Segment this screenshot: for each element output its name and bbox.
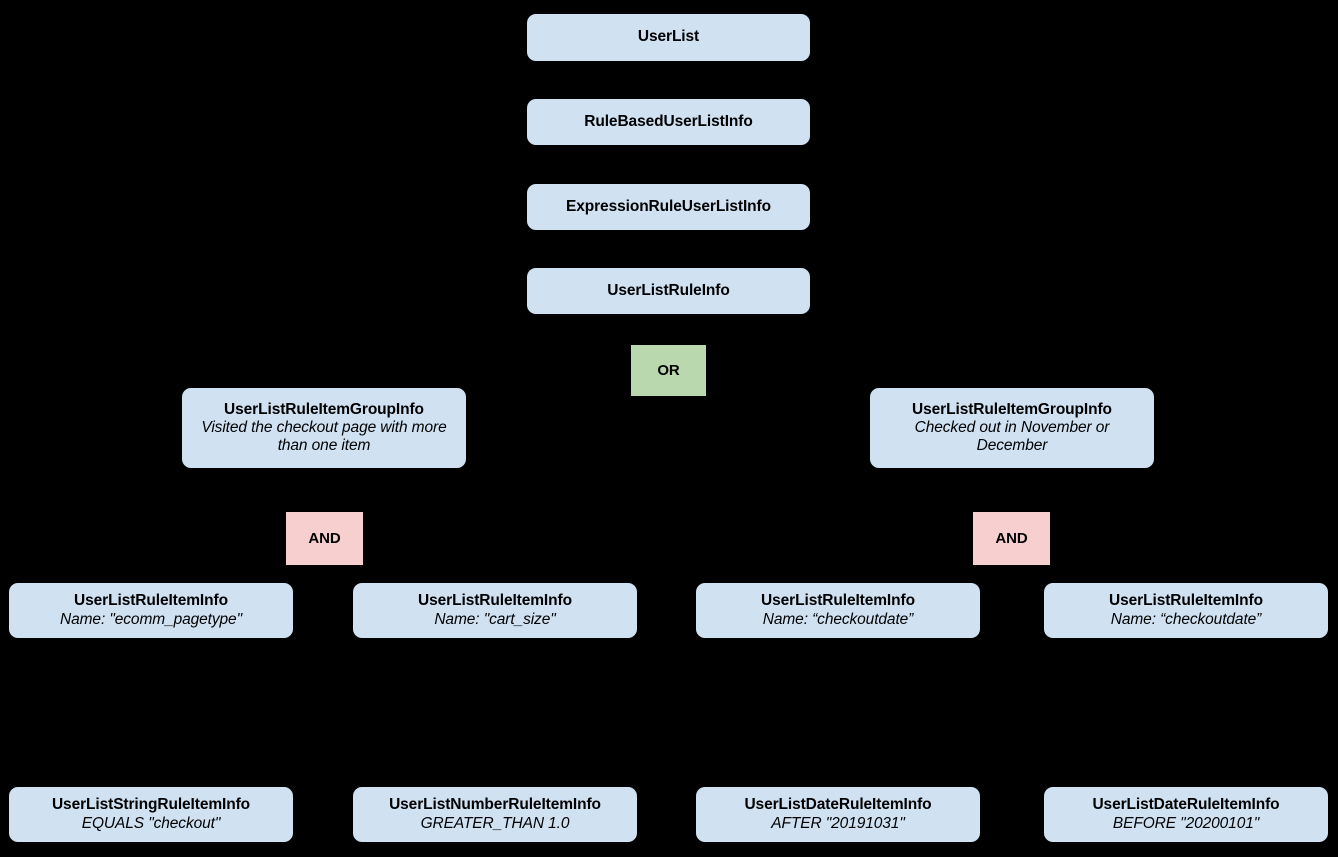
node-title: UserListNumberRuleItemInfo: [389, 796, 601, 814]
node-subtitle: Checked out in November or December: [914, 418, 1110, 455]
node-title: UserListDateRuleItemInfo: [1092, 796, 1280, 814]
node-subtitle: BEFORE "20200101": [1112, 814, 1260, 832]
edge-or-to-group-left: [323, 371, 640, 389]
node-title: UserListStringRuleItemInfo: [51, 796, 251, 814]
node-title: UserListRuleItemInfo: [418, 592, 572, 610]
node-title: UserListRuleItemGroupInfo: [224, 400, 424, 418]
node-leaf-2[interactable]: UserListNumberRuleItemInfo GREATER_THAN …: [353, 787, 637, 842]
edge-and-left-to-rule-item-2: [347, 564, 496, 584]
node-rule-item-4[interactable]: UserListRuleItemInfo Name: “checkoutdate…: [1044, 583, 1328, 638]
node-subtitle: GREATER_THAN 1.0: [420, 814, 570, 832]
node-title: UserListRuleItemInfo: [761, 592, 915, 610]
operator-label: AND: [995, 529, 1028, 547]
node-rule-based-user-list-info[interactable]: RuleBasedUserListInfo: [527, 99, 810, 145]
node-rule-item-1[interactable]: UserListRuleItemInfo Name: "ecomm_pagety…: [9, 583, 293, 638]
node-and-operator-left[interactable]: AND: [286, 512, 363, 565]
node-subtitle: EQUALS "checkout": [81, 814, 221, 832]
edge-or-to-group-right: [698, 371, 1013, 389]
node-subtitle: Visited the checkout page with more than…: [201, 418, 447, 455]
node-subtitle: Name: “checkoutdate”: [1110, 610, 1262, 628]
operator-label: AND: [308, 529, 341, 547]
node-title: ExpressionRuleUserListInfo: [566, 197, 771, 215]
node-user-list[interactable]: UserList: [527, 14, 810, 61]
node-expression-rule-user-list-info[interactable]: ExpressionRuleUserListInfo: [527, 184, 810, 230]
node-rule-item-3[interactable]: UserListRuleItemInfo Name: “checkoutdate…: [696, 583, 980, 638]
edge-and-right-to-rule-item-4: [1035, 564, 1187, 584]
edge-and-left-to-rule-item-1: [150, 564, 301, 584]
node-title: UserListRuleItemInfo: [1109, 592, 1263, 610]
edge-and-right-to-rule-item-3: [837, 564, 989, 584]
operator-label: OR: [657, 361, 680, 379]
node-group-right[interactable]: UserListRuleItemGroupInfo Checked out in…: [870, 388, 1154, 468]
node-title: UserListRuleItemGroupInfo: [912, 400, 1112, 418]
node-title: RuleBasedUserListInfo: [584, 112, 753, 130]
node-subtitle: Name: "ecomm_pagetype": [60, 610, 242, 628]
node-subtitle: AFTER "20191031": [771, 814, 905, 832]
node-leaf-3[interactable]: UserListDateRuleItemInfo AFTER "20191031…: [696, 787, 980, 842]
node-subtitle: Name: "cart_size": [434, 610, 556, 628]
node-user-list-rule-info[interactable]: UserListRuleInfo: [527, 268, 810, 314]
node-and-operator-right[interactable]: AND: [973, 512, 1050, 565]
node-rule-item-2[interactable]: UserListRuleItemInfo Name: "cart_size": [353, 583, 637, 638]
node-or-operator[interactable]: OR: [631, 345, 706, 396]
node-leaf-1[interactable]: UserListStringRuleItemInfo EQUALS "check…: [9, 787, 293, 842]
node-title: UserListRuleItemInfo: [74, 592, 228, 610]
node-leaf-4[interactable]: UserListDateRuleItemInfo BEFORE "2020010…: [1044, 787, 1328, 842]
node-title: UserList: [637, 28, 700, 46]
node-subtitle: Name: “checkoutdate”: [762, 610, 914, 628]
node-title: UserListRuleInfo: [607, 281, 730, 299]
node-title: UserListDateRuleItemInfo: [744, 796, 932, 814]
node-group-left[interactable]: UserListRuleItemGroupInfo Visited the ch…: [182, 388, 466, 468]
